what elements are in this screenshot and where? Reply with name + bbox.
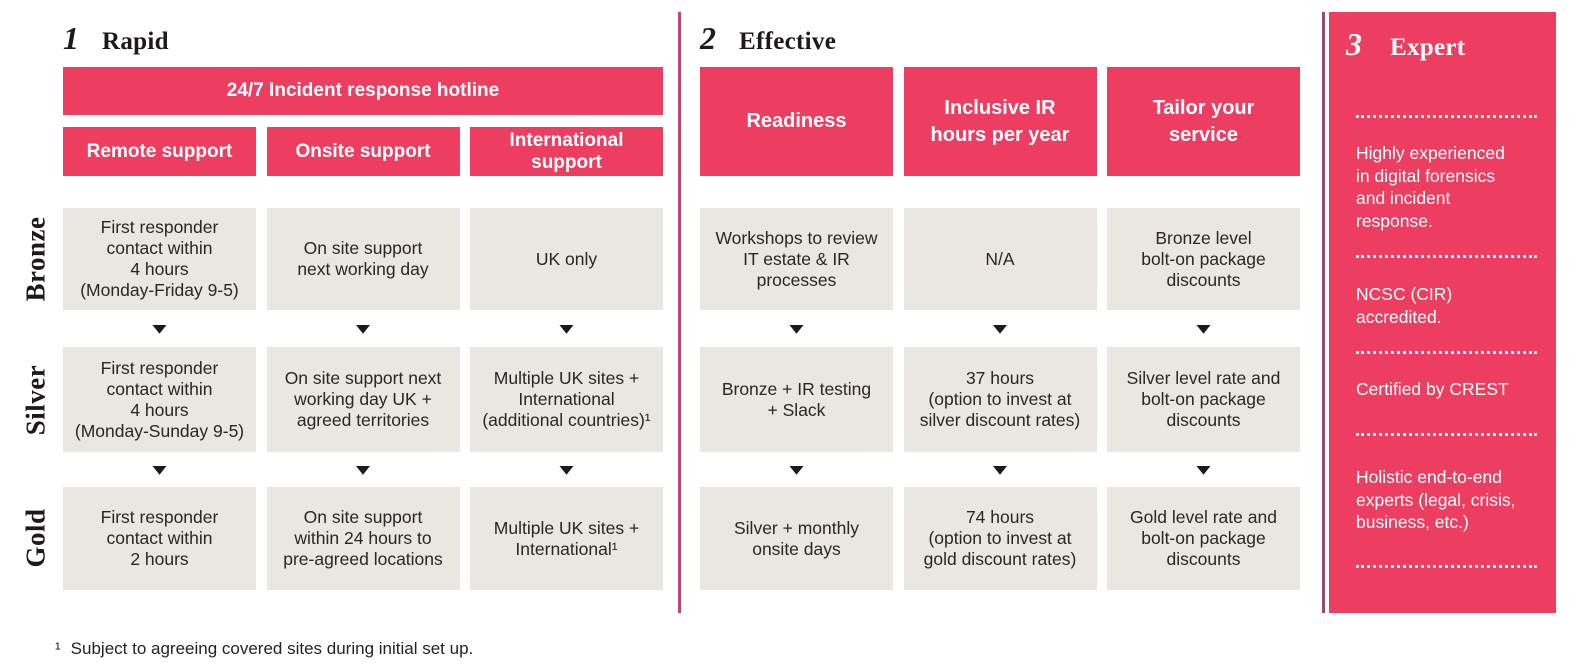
dotted-divider xyxy=(1356,433,1537,436)
cell-effective-gold-hours: 74 hours (option to invest at gold disco… xyxy=(903,487,1097,590)
arrow-slot: ▼ xyxy=(470,310,663,347)
cell-effective-bronze-tailor: Bronze level bolt-on package discounts xyxy=(1107,208,1300,310)
cell-rapid-silver-onsite: On site support next working day UK + ag… xyxy=(266,347,460,452)
down-arrow-icon: ▼ xyxy=(554,319,579,337)
down-arrow-icon: ▼ xyxy=(1191,460,1216,478)
cell-rapid-silver-remote: First responder contact within 4 hours (… xyxy=(63,347,256,452)
down-arrow-icon: ▼ xyxy=(351,460,375,478)
arrow-slot: ▼ xyxy=(470,452,663,487)
section-rapid-number: 1 xyxy=(63,20,79,56)
cell-effective-silver-readiness: Bronze + IR testing + Slack xyxy=(700,347,893,452)
section-rapid-label: Rapid xyxy=(102,28,169,55)
down-arrow-icon: ▼ xyxy=(147,460,172,478)
header-onsite-support: Onsite support xyxy=(266,127,460,176)
dotted-divider xyxy=(1356,115,1537,118)
arrow-slot: ▼ xyxy=(63,310,256,347)
expert-item-crest: Certified by CREST xyxy=(1356,379,1509,399)
arrow-slot: ▼ xyxy=(1107,452,1300,487)
header-inclusive-ir-hours: Inclusive IR hours per year xyxy=(903,67,1097,176)
down-arrow-icon: ▼ xyxy=(554,460,579,478)
down-arrow-icon: ▼ xyxy=(784,319,809,337)
header-remote-support: Remote support xyxy=(63,127,256,176)
down-arrow-icon: ▼ xyxy=(784,460,809,478)
cell-effective-silver-tailor: Silver level rate and bolt-on package di… xyxy=(1107,347,1300,452)
arrow-slot: ▼ xyxy=(904,310,1097,347)
section-effective-title: 2 Effective xyxy=(700,20,836,57)
down-arrow-icon: ▼ xyxy=(988,319,1012,337)
rapid-column-headers: Remote support Onsite support Internatio… xyxy=(63,127,663,176)
footnote-text: Subject to agreeing covered sites during… xyxy=(70,639,474,658)
cell-rapid-bronze-international: UK only xyxy=(470,208,663,310)
arrow-slot: ▼ xyxy=(267,452,460,487)
section-effective-label: Effective xyxy=(739,28,837,55)
tier-label-bronze: Bronze xyxy=(20,216,51,302)
expert-item-forensics: Highly experienced in digital forensics … xyxy=(1356,143,1505,231)
cell-effective-silver-hours: 37 hours (option to invest at silver dis… xyxy=(903,347,1097,452)
cell-effective-gold-tailor: Gold level rate and bolt-on package disc… xyxy=(1107,487,1300,590)
cell-rapid-gold-remote: First responder contact within 2 hours xyxy=(63,487,256,590)
cell-effective-bronze-readiness: Workshops to review IT estate & IR proce… xyxy=(700,208,893,310)
tier-label-gold: Gold xyxy=(20,508,51,568)
header-readiness: Readiness xyxy=(700,67,893,176)
section-rapid-title: 1 Rapid xyxy=(63,20,169,57)
arrow-slot: ▼ xyxy=(700,310,893,347)
down-arrow-icon: ▼ xyxy=(988,460,1012,478)
tier-label-silver: Silver xyxy=(20,364,51,436)
arrow-slot: ▼ xyxy=(1107,310,1300,347)
footnote-marker: ¹ xyxy=(55,639,61,658)
dotted-divider xyxy=(1356,255,1537,258)
down-arrow-icon: ▼ xyxy=(147,319,172,337)
cell-rapid-gold-international: Multiple UK sites + International¹ xyxy=(470,487,663,590)
down-arrow-icon: ▼ xyxy=(1191,319,1216,337)
expert-panel: 3 Expert Highly experienced in digital f… xyxy=(1329,12,1556,613)
footnote: ¹ Subject to agreeing covered sites duri… xyxy=(55,639,473,659)
effective-cells-grid: Workshops to review IT estate & IR proce… xyxy=(700,208,1300,590)
cell-rapid-bronze-remote: First responder contact within 4 hours (… xyxy=(63,208,256,310)
header-tailor-your-service: Tailor your service xyxy=(1107,67,1300,176)
expert-item-holistic: Holistic end-to-end experts (legal, cris… xyxy=(1356,467,1516,532)
cell-rapid-gold-onsite: On site support within 24 hours to pre-a… xyxy=(266,487,460,590)
cell-rapid-bronze-onsite: On site support next working day xyxy=(266,208,460,310)
header-international-support: International support xyxy=(470,127,663,176)
rapid-cells-grid: First responder contact within 4 hours (… xyxy=(63,208,663,590)
expert-item-ncsc: NCSC (CIR) accredited. xyxy=(1356,284,1453,327)
cell-effective-gold-readiness: Silver + monthly onsite days xyxy=(700,487,893,590)
arrow-slot: ▼ xyxy=(904,452,1097,487)
cell-rapid-silver-international: Multiple UK sites + International (addit… xyxy=(470,347,663,452)
down-arrow-icon: ▼ xyxy=(351,319,375,337)
hotline-banner: 24/7 Incident response hotline xyxy=(63,67,663,115)
arrow-slot: ▼ xyxy=(700,452,893,487)
section-divider xyxy=(678,12,681,613)
dotted-divider xyxy=(1356,351,1537,354)
effective-column-headers: Readiness Inclusive IR hours per year Ta… xyxy=(700,67,1300,176)
section-effective-number: 2 xyxy=(700,20,716,56)
expert-panel-edge-line xyxy=(1322,12,1325,613)
section-expert-number: 3 xyxy=(1346,26,1362,62)
arrow-slot: ▼ xyxy=(63,452,256,487)
cell-effective-bronze-hours: N/A xyxy=(903,208,1097,310)
arrow-slot: ▼ xyxy=(267,310,460,347)
section-expert-title: 3 Expert xyxy=(1346,26,1465,63)
dotted-divider xyxy=(1356,565,1537,568)
section-expert-label: Expert xyxy=(1390,34,1466,61)
